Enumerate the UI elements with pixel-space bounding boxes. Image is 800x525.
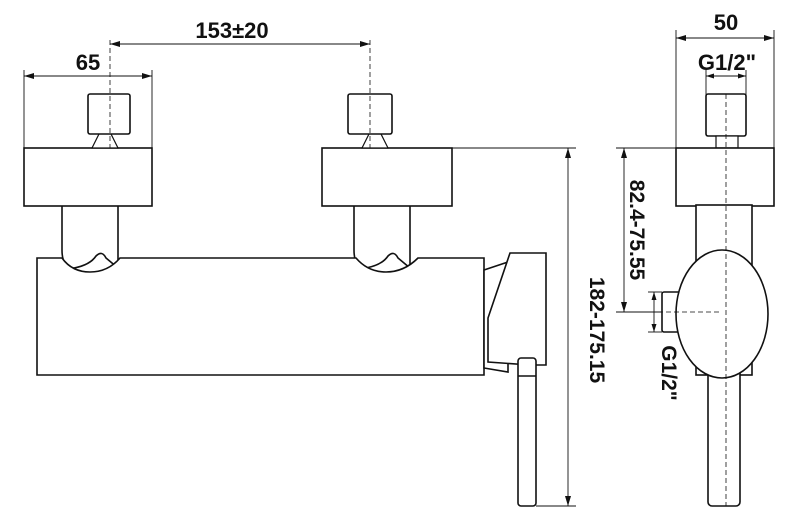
side-view — [626, 93, 775, 507]
dim-outlet-height-label: 82.4-75.55 — [625, 180, 648, 281]
dim-left-label: 65 — [76, 50, 100, 75]
dim-outlet-thread-label: G1/2" — [657, 345, 680, 400]
front-dimensions: 153±20 65 182-175.15 — [23, 18, 608, 507]
dim-side-width-arrow-left — [676, 35, 686, 41]
dim-side-width-label: 50 — [714, 10, 738, 35]
dim-spacing-label: 153±20 — [195, 18, 268, 43]
mixer-body — [36, 257, 485, 376]
right-nut — [321, 147, 453, 207]
dim-side-width-arrow-right — [764, 35, 774, 41]
side-lever-knob — [675, 249, 769, 379]
dim-spacing-arrow-right — [360, 41, 370, 47]
dim-left-arrow-left — [24, 73, 34, 79]
dim-spacing-arrow-left — [110, 41, 120, 47]
left-inlet-pipe — [61, 204, 119, 270]
dim-outlet-thread-arrow-bottom — [651, 324, 657, 332]
dim-outlet-height-arrow-bottom — [621, 302, 627, 312]
lever-handle — [517, 357, 537, 507]
side-lever-handle — [707, 359, 741, 507]
dim-height-label: 182-175.15 — [585, 277, 608, 384]
dim-top-thread-arrow-right — [738, 73, 746, 79]
front-view — [23, 40, 547, 507]
dim-top-thread-label: G1/2" — [698, 50, 756, 75]
left-nut — [23, 147, 153, 207]
dim-height-arrow-bottom — [565, 496, 571, 506]
side-nut — [675, 147, 775, 207]
side-dimensions: 50 G1/2" 82.4-75.55 G1/2" — [616, 10, 775, 401]
dim-outlet-height-arrow-top — [621, 148, 627, 158]
dim-outlet-thread-arrow-top — [651, 292, 657, 300]
dim-height-arrow-top — [565, 148, 571, 158]
dim-top-thread-arrow-left — [706, 73, 714, 79]
left-thread-fitting — [87, 93, 131, 135]
right-inlet-pipe — [353, 204, 411, 270]
side-fitting-neck — [715, 135, 739, 149]
dim-left-arrow-right — [142, 73, 152, 79]
